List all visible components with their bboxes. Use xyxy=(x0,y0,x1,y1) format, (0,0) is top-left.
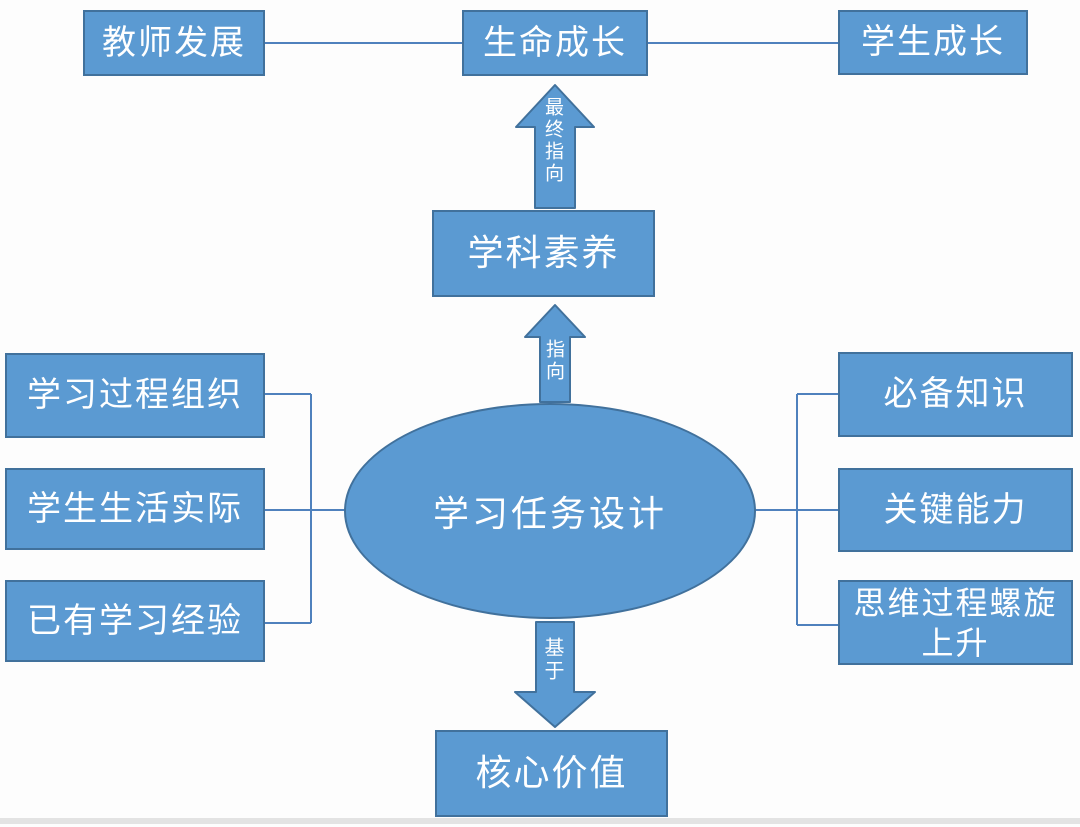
node-student-life-reality: 学生生活实际 xyxy=(5,468,265,550)
node-life-growth: 生命成长 xyxy=(462,10,648,76)
node-essential-knowledge: 必备知识 xyxy=(838,352,1073,437)
bottom-divider xyxy=(0,818,1080,824)
node-core-value: 核心价值 xyxy=(435,730,668,817)
node-learning-process-organization: 学习过程组织 xyxy=(5,353,265,438)
arrow-up-final-direction xyxy=(515,84,595,209)
node-learning-task-design: 学习任务设计 xyxy=(344,403,756,619)
arrow-up-direction xyxy=(524,304,586,403)
arrow-label-final-direction: 最终指向 xyxy=(542,97,564,185)
node-subject-competency: 学科素养 xyxy=(432,210,655,297)
node-student-growth: 学生成长 xyxy=(838,10,1028,75)
arrow-down-based-on xyxy=(514,621,596,728)
arrow-label-based-on: 基于 xyxy=(541,637,565,683)
node-teacher-development: 教师发展 xyxy=(83,10,265,76)
node-thinking-process-spiral: 思维过程螺旋上升 xyxy=(838,580,1073,665)
arrow-label-direction: 指向 xyxy=(543,339,565,383)
node-existing-learning-experience: 已有学习经验 xyxy=(5,580,265,662)
node-key-ability: 关键能力 xyxy=(838,468,1073,552)
